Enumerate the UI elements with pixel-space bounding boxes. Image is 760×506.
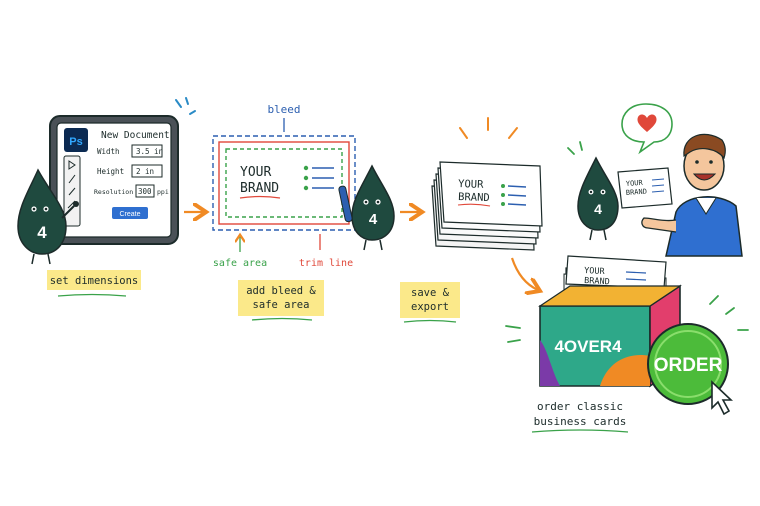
brush-tool-icon [68,174,76,184]
mascot-drop-step2: 4 [338,164,395,251]
bleed-line [212,135,356,231]
motion-ticks-icon [175,97,196,115]
held-card-line2: BRAND [626,188,648,197]
field-height-input[interactable] [131,164,163,178]
trim-line-label: trim line [299,258,353,269]
caption-underline-step2 [251,317,313,321]
sparkle-icon [459,117,518,139]
card-contact-lines-icon [303,165,334,191]
card-brand-underline [239,195,281,199]
pen-icon [338,185,353,223]
tool-icons [67,160,76,209]
trim-line [218,141,350,225]
field-resolution-label: Resolution [94,188,133,196]
field-resolution-value: 300 [138,187,152,196]
create-button-label: Create [119,211,140,218]
field-width-label: Width [97,147,120,156]
box-brand-text: 4OVER4 [554,337,622,356]
photoshop-icon [64,128,88,152]
mascot-number: 4 [37,223,47,242]
held-card [617,167,673,209]
select-tool-icon [68,160,76,170]
safe-area-label: safe area [213,258,267,269]
cursor-icon [711,380,734,416]
box-card-line1: YOUR [584,266,606,277]
order-button-label: ORDER [654,355,723,376]
dialog-title: New Document [101,130,170,141]
motion-ticks-icon [567,141,583,155]
step4-group: 4 YOUR BRAND [505,103,749,433]
caption-step3-line2: export [411,301,449,313]
stack-brand-line1: YOUR [458,178,484,191]
box-rim [538,285,682,307]
field-height-value: 2 in [136,167,154,176]
flow-arrow-3 [510,257,538,290]
caption-step4-line2: business cards [534,415,627,428]
mascot-number: 4 [594,201,602,217]
caption-note-step1 [47,270,141,290]
speech-bubble-heart-icon [621,103,673,155]
field-resolution-input[interactable] [135,184,155,198]
pen-tool-icon [68,187,76,196]
box-card-line2: BRAND [584,276,610,287]
caption-underline-step1 [57,293,127,297]
caption-note-step2 [238,280,324,316]
step3-group: YOUR BRAND save & export [400,117,543,323]
caption-step2-line1: add bleed & [246,285,316,297]
caption-underline-step4 [531,429,629,433]
stack-brand-line2: BRAND [458,191,490,204]
happy-customer [641,133,743,257]
field-resolution-unit: ppi [157,188,169,196]
bleed-label: bleed [267,103,300,116]
step1-group: Ps New Document Width 3.5 in Height 2 in… [17,97,196,297]
field-width-value: 3.5 in [136,147,163,156]
stack-contact-lines-icon [501,184,527,206]
card-brand-line2: BRAND [240,181,279,196]
card-stack [431,161,543,251]
create-button[interactable] [112,207,148,219]
safe-area-line [225,148,343,218]
card-brand-line1: YOUR [240,165,271,180]
photoshop-icon-label: Ps [69,136,82,148]
mascot-number: 4 [369,211,378,228]
caption-step1: set dimensions [50,275,139,287]
motion-ticks-icon [505,295,749,343]
card-box: YOUR BRAND 4OVER4 [538,255,682,388]
mascot-drop-step1: 4 [17,168,79,265]
mascot-drop-step4: 4 [577,156,619,241]
caption-step4-line1: order classic [537,400,623,413]
step2-group: bleed YOUR BRAND safe area trim line 4 a… [212,103,395,321]
order-button[interactable] [647,323,729,405]
field-width-input[interactable] [131,144,163,158]
caption-step2-line2: safe area [253,299,310,311]
caption-underline-step3 [403,319,457,323]
caption-note-step3 [400,282,460,318]
held-card-line1: YOUR [626,179,644,188]
field-height-label: Height [97,167,124,176]
caption-step3-line1: save & [411,287,450,299]
